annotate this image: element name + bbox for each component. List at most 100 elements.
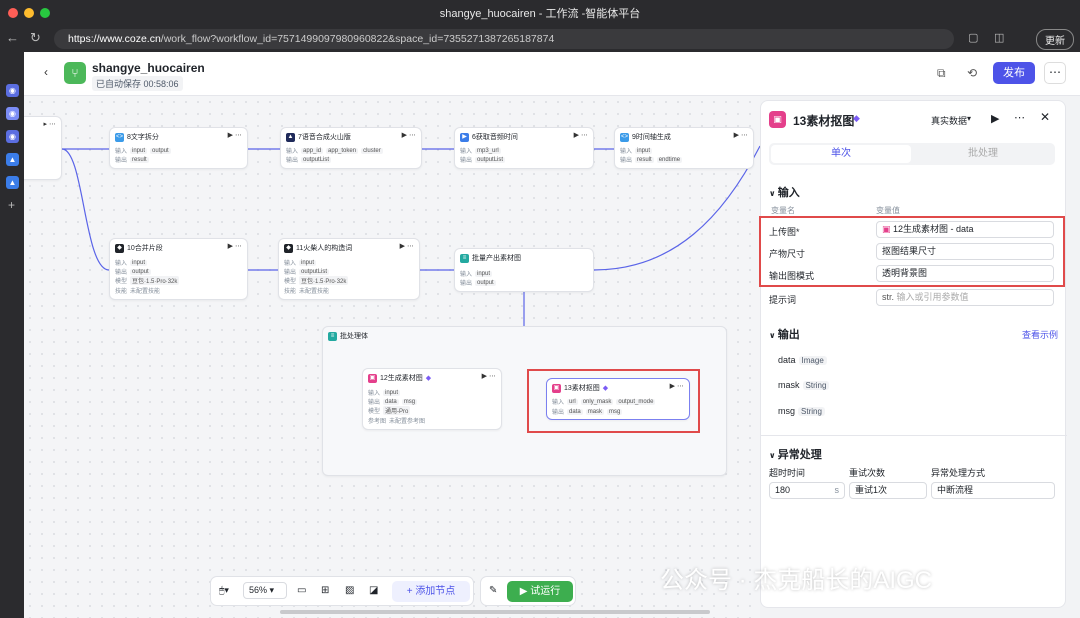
fit-view-icon[interactable]: ◪: [369, 585, 379, 596]
horizontal-scrollbar[interactable]: [280, 610, 710, 614]
node-run-more[interactable]: ▶ ⋯: [573, 132, 588, 139]
node-run-more[interactable]: ▶ ⋯: [227, 243, 242, 250]
canvas-toolbar: 🖱︎▾ 56% ▾ ▭ ⊞ ▨ ◪ + 添加节点: [210, 576, 474, 606]
code-icon: <>: [115, 132, 124, 142]
output-size-label: 产物尺寸: [769, 249, 806, 259]
layout-icon[interactable]: ⊞: [321, 585, 330, 596]
update-button[interactable]: 更新: [1036, 29, 1074, 50]
column-var-name: 变量名: [771, 206, 795, 215]
tab-batch[interactable]: 批处理: [968, 148, 998, 159]
url-field[interactable]: https://www.coze.cn/work_flow?workflow_i…: [54, 29, 954, 49]
publish-button[interactable]: 发布: [993, 62, 1035, 84]
output-mode-select[interactable]: 透明背景图: [876, 265, 1054, 282]
start-node[interactable]: ▸ ⋯: [24, 116, 62, 180]
image-gen-icon: ▣: [368, 373, 377, 383]
maximize-window-button[interactable]: [40, 8, 50, 18]
tab-single[interactable]: 单次: [771, 145, 911, 163]
node-settings-panel: ▣ 13素材抠图 ◆ 真实数据 ▾ ▶ ⋯ ✕ 单次 批处理 ∨ 输入 变量名 …: [759, 100, 1067, 608]
node-run-more[interactable]: ▶ ⋯: [733, 132, 748, 139]
node-run-more[interactable]: ▶ ⋯: [669, 383, 684, 390]
node-run-more[interactable]: ▶ ⋯: [481, 373, 496, 380]
back-chevron-icon[interactable]: ‹: [44, 65, 48, 79]
history-icon[interactable]: ⟲: [967, 66, 978, 80]
output-mode-label: 输出图模式: [769, 271, 815, 281]
prompt-label: 提示词: [769, 295, 797, 305]
workflow-header: ‹ ⑂ shangye_huocairen 已自动保存 00:58:06 ⧉ ⟲…: [24, 52, 1080, 96]
tab-chart-icon[interactable]: ▲: [6, 153, 19, 166]
error-section-title[interactable]: ∨ 异常处理: [769, 449, 822, 461]
tab-coze-icon-2[interactable]: ◉: [6, 130, 19, 143]
new-tab-plus-icon[interactable]: +: [8, 198, 16, 212]
close-icon[interactable]: ✕: [1040, 110, 1051, 124]
tab-icon[interactable]: ▢: [968, 32, 979, 44]
mouse-mode-icon[interactable]: 🖱︎▾: [219, 585, 229, 595]
prompt-input[interactable]: str. 输入或引用参数值: [876, 289, 1054, 306]
error-mode-select[interactable]: 中断流程: [931, 482, 1055, 499]
column-var-value: 变量值: [876, 206, 900, 215]
error-mode-label: 异常处理方式: [931, 468, 986, 478]
batch-icon: ≡: [460, 253, 469, 263]
workflow-logo-icon: ⑂: [64, 62, 86, 84]
node-run-more[interactable]: ▶ ⋯: [401, 132, 416, 139]
node-run-more[interactable]: ▶ ⋯: [399, 243, 414, 250]
minimap-icon[interactable]: ▨: [345, 585, 355, 596]
code-icon: <>: [620, 132, 629, 142]
header-more-button[interactable]: ⋯: [1044, 62, 1066, 84]
debug-icon[interactable]: ✎: [489, 585, 498, 596]
test-run-button[interactable]: ▶ 试运行: [507, 581, 573, 602]
matting-icon: ▣: [769, 111, 786, 128]
input-section-title[interactable]: ∨ 输入: [769, 187, 800, 199]
autosave-status: 已自动保存 00:58:06: [92, 76, 183, 91]
split-icon[interactable]: ◫: [994, 32, 1005, 44]
add-node-button[interactable]: + 添加节点: [392, 581, 470, 602]
data-source-select[interactable]: 真实数据: [931, 116, 968, 126]
tab-coze-icon[interactable]: ◉: [6, 84, 19, 97]
zoom-select[interactable]: 56% ▾: [243, 582, 287, 599]
output-size-select[interactable]: 抠图结果尺寸: [876, 243, 1054, 260]
window-titlebar: shangye_huocairen - 工作流 -智能体平台: [0, 0, 1080, 26]
retry-label: 重试次数: [849, 468, 886, 478]
view-example-link[interactable]: 查看示例: [1022, 330, 1059, 340]
upload-image-field[interactable]: ▣ 12生成素材图 - data: [876, 221, 1054, 238]
minimize-window-button[interactable]: [24, 8, 34, 18]
address-bar-row: ← ↻ https://www.coze.cn/work_flow?workfl…: [0, 26, 1080, 52]
start-node-controls[interactable]: ▸ ⋯: [43, 121, 56, 128]
llm-icon: ◆: [115, 243, 124, 253]
edge-start-n10: [61, 148, 110, 271]
divider: [761, 435, 1067, 436]
vertical-tab-strip: ◉ ◉ ◉ ▲ ▲ +: [0, 52, 24, 618]
copy-icon[interactable]: ⧉: [937, 66, 946, 80]
batch-icon: ≡: [328, 331, 337, 341]
output-section-title[interactable]: ∨ 输出: [769, 329, 800, 341]
edge-batch-out: [593, 145, 760, 271]
chevron-down-icon[interactable]: ▾: [967, 114, 972, 123]
back-arrow-icon[interactable]: ←: [6, 30, 19, 45]
workflow-name[interactable]: shangye_huocairen: [92, 61, 205, 75]
badge-icon: ◆: [853, 113, 860, 123]
image-ref-icon: ▣: [882, 224, 891, 234]
close-window-button[interactable]: [8, 8, 18, 18]
retry-select[interactable]: 重试1次: [849, 482, 927, 499]
comment-icon[interactable]: ▭: [297, 585, 307, 596]
tab-coze-active-icon[interactable]: ◉: [6, 107, 19, 120]
run-play-icon[interactable]: ▶: [991, 113, 1000, 125]
volcano-icon: ▲: [286, 132, 295, 142]
tab-chart-icon-2[interactable]: ▲: [6, 176, 19, 189]
node-run-more[interactable]: ▶ ⋯: [227, 132, 242, 139]
refresh-icon[interactable]: ↻: [30, 30, 41, 45]
upload-image-label: 上传图*: [769, 227, 800, 237]
more-icon[interactable]: ⋯: [1014, 112, 1025, 124]
